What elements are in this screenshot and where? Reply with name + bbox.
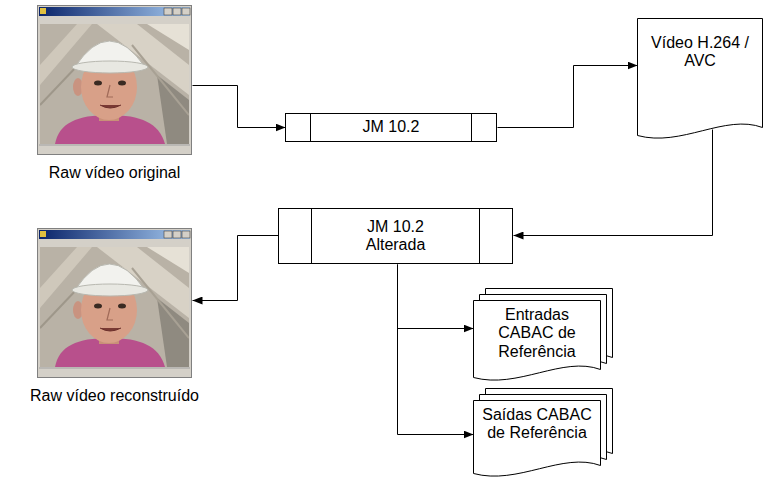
- flow-arrow: [514, 130, 713, 236]
- document-box: Entradas CABAC de Referência: [473, 300, 601, 384]
- box-inner-line: [310, 114, 311, 142]
- document-sheet: [474, 401, 601, 477]
- video-frame: Raw vídeo original: [37, 5, 192, 155]
- process-box: JM 10.2 Alterada: [278, 208, 513, 264]
- box-label: Saídas CABAC de Referência: [478, 406, 596, 443]
- document-sheet: [638, 19, 763, 139]
- flow-arrow: [498, 66, 638, 128]
- box-inner-line: [471, 114, 472, 142]
- flow-arrow: [398, 265, 474, 435]
- box-label: Entradas CABAC de Referência: [478, 306, 596, 361]
- flow-arrow: [193, 236, 279, 301]
- image-caption: Raw vídeo reconstruído: [30, 387, 199, 405]
- box-label: JM 10.2 Alterada: [346, 218, 446, 255]
- box-inner-line: [479, 209, 480, 264]
- process-box: JM 10.2: [285, 113, 497, 142]
- document-box: Vídeo H.264 / AVC: [637, 18, 763, 142]
- flow-arrow: [193, 86, 286, 128]
- box-border: [279, 209, 513, 264]
- flow-arrow: [398, 265, 474, 329]
- player-screenshot: [38, 6, 192, 155]
- box-border: [286, 114, 497, 142]
- box-label: Vídeo H.264 / AVC: [648, 34, 752, 71]
- video-frame: Raw vídeo reconstruído: [37, 228, 192, 378]
- box-inner-line: [311, 209, 312, 264]
- box-label: JM 10.2: [363, 118, 420, 136]
- document-box: Saídas CABAC de Referência: [473, 400, 601, 480]
- document-sheet: [474, 301, 601, 381]
- image-caption: Raw vídeo original: [49, 164, 181, 182]
- player-screenshot: [38, 229, 192, 378]
